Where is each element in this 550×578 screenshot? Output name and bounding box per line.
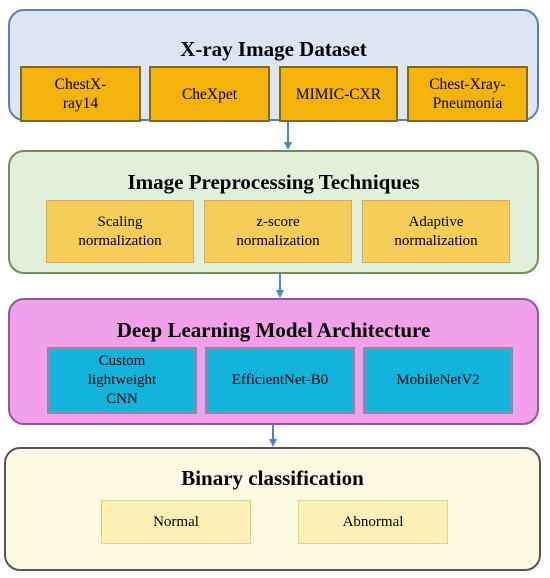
model-stage: Deep Learning Model Architecture Custom … [8, 298, 539, 425]
technique-box: Scaling normalization [46, 200, 194, 263]
technique-box: Adaptive normalization [362, 200, 510, 263]
model-box: MobileNetV2 [363, 347, 513, 414]
classification-stage: Binary classification Normal Abnormal [4, 447, 541, 571]
class-box: Abnormal [298, 500, 448, 544]
technique-box: z-score normalization [204, 200, 352, 263]
preprocessing-stage: Image Preprocessing Techniques Scaling n… [8, 150, 539, 274]
model-box: EfficientNet-B0 [205, 347, 355, 414]
dataset-box: CheXpet [149, 66, 270, 122]
stage-title: X-ray Image Dataset [180, 37, 367, 61]
stage-title: Image Preprocessing Techniques [127, 170, 420, 194]
model-box: Custom lightweight CNN [47, 347, 197, 414]
stage-title: Deep Learning Model Architecture [116, 318, 431, 342]
dataset-box: MIMIC-CXR [279, 66, 398, 122]
dataset-box: Chest-Xray- Pneumonia [407, 66, 528, 122]
class-box: Normal [101, 500, 251, 544]
dataset-stage: X-ray Image Dataset ChestX- ray14 CheXpe… [8, 9, 539, 122]
dataset-box: ChestX- ray14 [20, 66, 141, 122]
stage-title: Binary classification [181, 466, 364, 490]
